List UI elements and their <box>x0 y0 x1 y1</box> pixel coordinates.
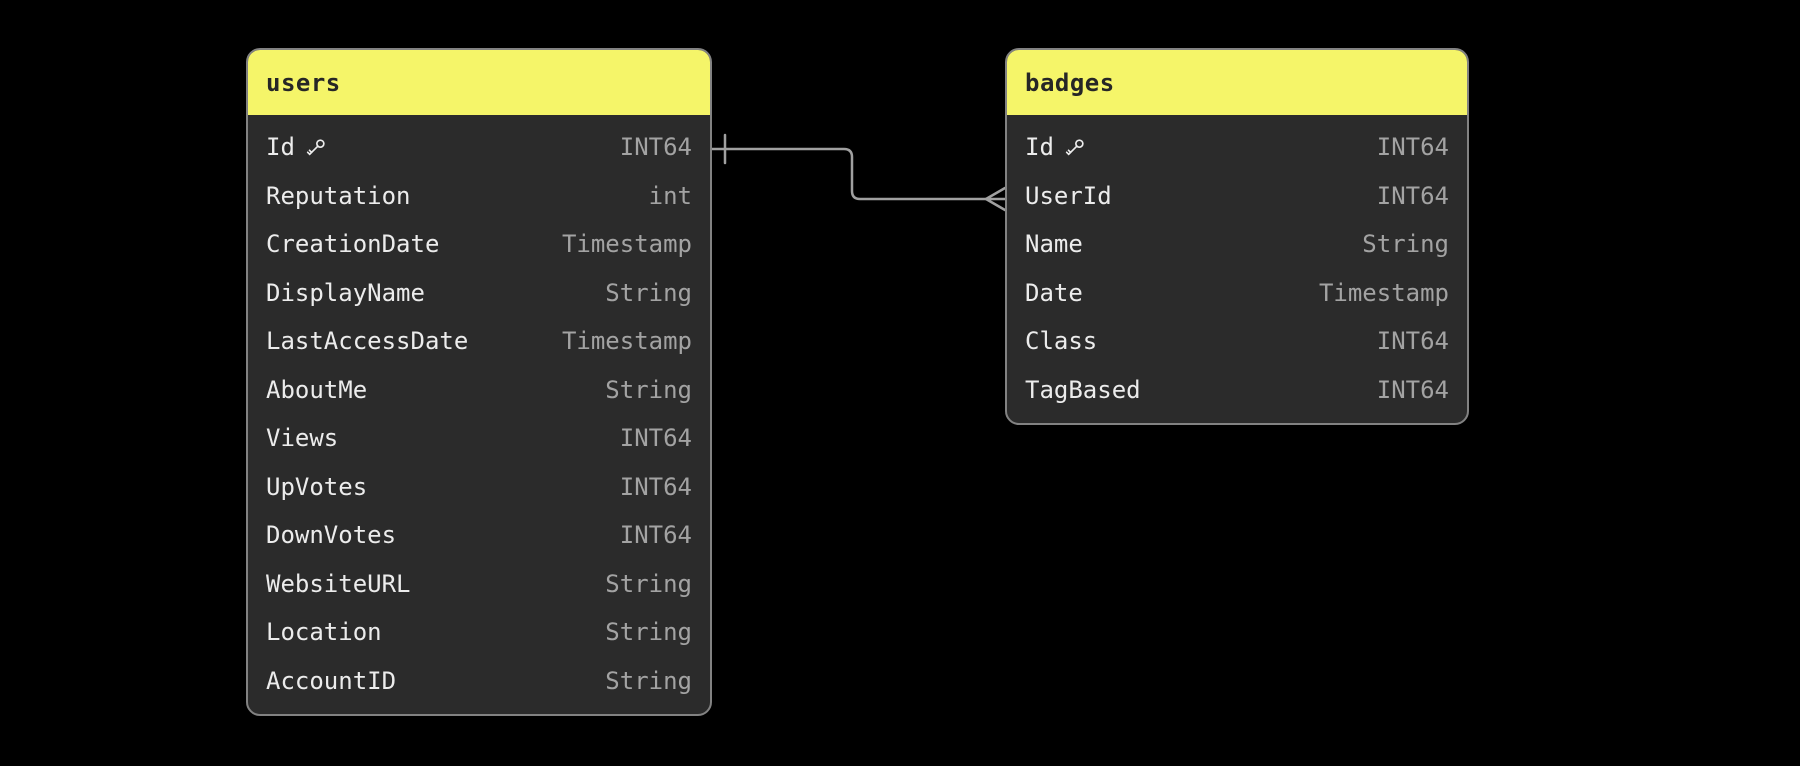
field-row-users-LastAccessDate[interactable]: LastAccessDate Timestamp <box>248 317 710 366</box>
field-name: Date <box>1025 278 1083 307</box>
field-row-users-WebsiteURL[interactable]: WebsiteURL String <box>248 560 710 609</box>
field-row-badges-Class[interactable]: Class INT64 <box>1007 317 1467 366</box>
er-table-users[interactable]: users Id INT64 Reputation <box>246 48 712 716</box>
field-name: DownVotes <box>266 521 397 550</box>
field-row-users-AccountID[interactable]: AccountID String <box>248 657 710 706</box>
field-row-users-Reputation[interactable]: Reputation int <box>248 172 710 221</box>
field-type: String <box>605 375 692 404</box>
primary-key-icon <box>1065 137 1086 158</box>
er-table-header[interactable]: badges <box>1007 50 1467 115</box>
field-name: AccountID <box>266 666 397 695</box>
field-type: INT64 <box>619 133 692 162</box>
field-type: INT64 <box>1376 181 1449 210</box>
field-type: INT64 <box>619 424 692 453</box>
field-type: Timestamp <box>561 230 692 259</box>
field-type: String <box>605 278 692 307</box>
field-row-users-UpVotes[interactable]: UpVotes INT64 <box>248 463 710 512</box>
field-type: INT64 <box>1376 327 1449 356</box>
field-type: String <box>1362 230 1449 259</box>
field-row-badges-Date[interactable]: Date Timestamp <box>1007 269 1467 318</box>
er-table-header[interactable]: users <box>248 50 710 115</box>
relationship-line[interactable] <box>710 147 988 201</box>
field-row-badges-Name[interactable]: Name String <box>1007 220 1467 269</box>
field-row-users-CreationDate[interactable]: CreationDate Timestamp <box>248 220 710 269</box>
field-name: TagBased <box>1025 375 1141 404</box>
field-row-users-Id[interactable]: Id INT64 <box>248 123 710 172</box>
field-name: WebsiteURL <box>266 569 411 598</box>
er-table-body: Id INT64 Reputation int CreationD <box>248 115 710 714</box>
field-name: AboutMe <box>266 375 368 404</box>
field-name: Location <box>266 618 382 647</box>
field-name: UserId <box>1025 181 1112 210</box>
field-row-badges-Id[interactable]: Id INT64 <box>1007 123 1467 172</box>
field-name: Id <box>1025 133 1054 162</box>
field-type: String <box>605 618 692 647</box>
field-row-badges-UserId[interactable]: UserId INT64 <box>1007 172 1467 221</box>
field-name: DisplayName <box>266 278 425 307</box>
er-table-title: users <box>266 68 341 97</box>
field-name: Id <box>266 133 295 162</box>
field-type: int <box>648 181 692 210</box>
field-row-badges-TagBased[interactable]: TagBased INT64 <box>1007 366 1467 415</box>
field-type: INT64 <box>619 521 692 550</box>
er-table-badges[interactable]: badges Id INT64 UserId I <box>1005 48 1469 425</box>
field-name: Class <box>1025 327 1098 356</box>
field-name: Views <box>266 424 339 453</box>
field-type: INT64 <box>1376 133 1449 162</box>
primary-key-icon <box>306 137 327 158</box>
field-row-users-Location[interactable]: Location String <box>248 608 710 657</box>
er-table-title: badges <box>1025 68 1115 97</box>
field-row-users-AboutMe[interactable]: AboutMe String <box>248 366 710 415</box>
field-type: Timestamp <box>561 327 692 356</box>
cardinality-many-crowfoot <box>984 186 1007 212</box>
field-name: UpVotes <box>266 472 368 501</box>
field-name: Name <box>1025 230 1083 259</box>
field-type: INT64 <box>619 472 692 501</box>
field-row-users-DownVotes[interactable]: DownVotes INT64 <box>248 511 710 560</box>
er-table-body: Id INT64 UserId INT64 Name <box>1007 115 1467 423</box>
field-row-users-Views[interactable]: Views INT64 <box>248 414 710 463</box>
field-row-users-DisplayName[interactable]: DisplayName String <box>248 269 710 318</box>
field-type: String <box>605 569 692 598</box>
field-type: String <box>605 666 692 695</box>
field-name: Reputation <box>266 181 411 210</box>
field-name: CreationDate <box>266 230 440 259</box>
field-type: INT64 <box>1376 375 1449 404</box>
field-type: Timestamp <box>1318 278 1449 307</box>
field-name: LastAccessDate <box>266 327 469 356</box>
